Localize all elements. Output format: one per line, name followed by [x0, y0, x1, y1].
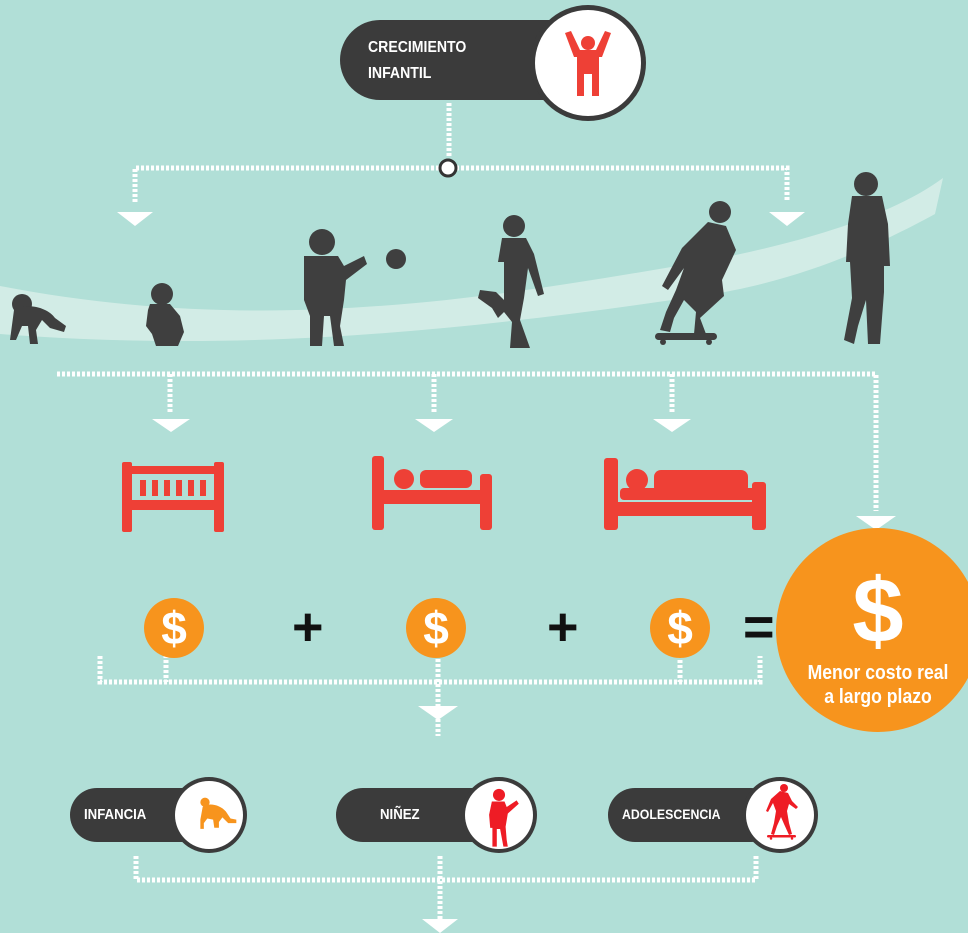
connector-timeline	[57, 371, 879, 511]
plus-sign: +	[292, 597, 324, 657]
equals-sign: =	[743, 597, 775, 657]
arrow-down-icon	[117, 212, 153, 226]
arrow-down-icon	[415, 419, 453, 432]
connector-stages-bracket	[133, 856, 759, 883]
double-bed-icon	[604, 458, 766, 530]
coin-3	[650, 598, 710, 658]
header-title-line1: CRECIMIENTO	[368, 39, 467, 56]
branch-node	[438, 158, 458, 178]
single-bed-icon	[372, 456, 492, 530]
result-line-2: a largo plazo	[824, 686, 932, 708]
header-title-line2: INFANTIL	[368, 65, 432, 82]
coin-2	[406, 598, 466, 658]
arrow-down-icon	[152, 419, 190, 432]
plus-sign: +	[547, 597, 579, 657]
growth-curve	[0, 178, 943, 342]
arrow-down-icon	[422, 919, 458, 933]
boy-kicking-icon	[478, 215, 544, 348]
child-arms-up-icon	[565, 31, 611, 96]
ball-icon	[386, 249, 406, 269]
teen-skateboarder-icon	[655, 201, 736, 345]
stage-label-ninez: NIÑEZ	[380, 806, 420, 823]
stage-pill-adolescencia	[608, 788, 778, 842]
header-pill	[340, 20, 590, 100]
crouching-toddler-icon	[146, 283, 184, 346]
coin-1-symbol: $	[161, 602, 187, 654]
coin-1	[144, 598, 204, 658]
coin-2-symbol: $	[423, 602, 449, 654]
crawling-baby-icon	[10, 294, 66, 344]
result-circle	[776, 528, 968, 732]
stage-label-infancia: INFANCIA	[84, 806, 147, 823]
coin-3-symbol: $	[667, 602, 693, 654]
arrow-down-icon	[856, 516, 896, 530]
arrow-down-icon	[769, 212, 805, 226]
result-line-1: Menor costo real	[807, 662, 949, 684]
connector-top-branch	[132, 165, 790, 202]
crib-icon	[122, 462, 224, 532]
arrow-down-icon	[653, 419, 691, 432]
adult-standing-icon	[844, 172, 890, 344]
connector-costs-bracket	[97, 656, 763, 685]
child-with-ball-icon	[304, 229, 406, 346]
stage-label-adolescencia: ADOLESCENCIA	[622, 806, 721, 822]
arrow-down-icon	[418, 706, 458, 720]
result-symbol: $	[852, 560, 904, 662]
